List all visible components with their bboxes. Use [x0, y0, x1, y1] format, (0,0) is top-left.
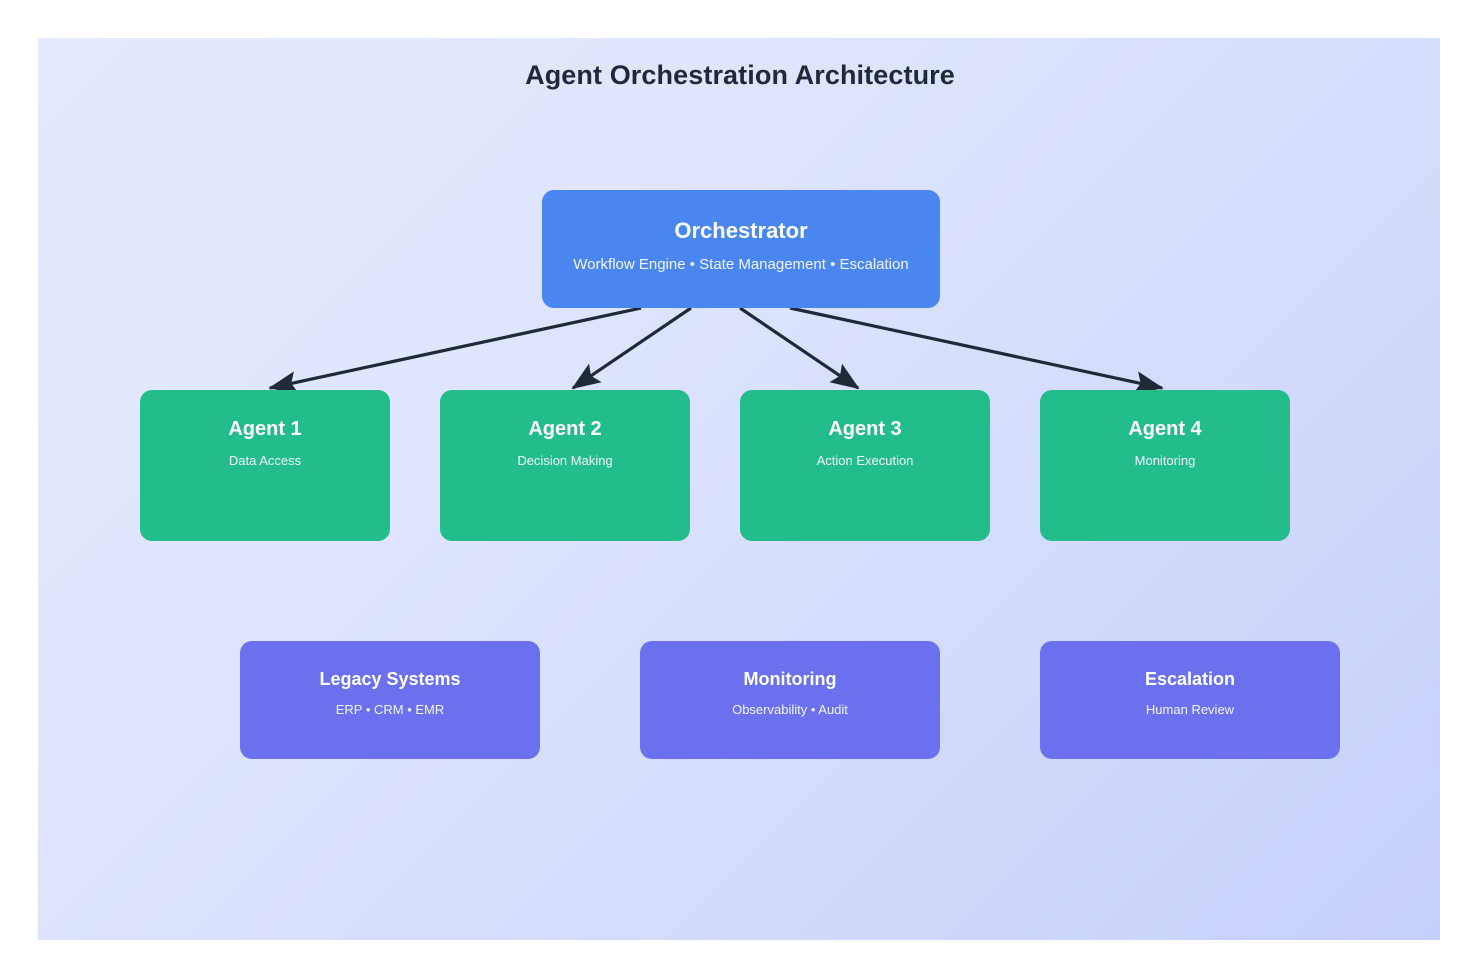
node-agent-1[interactable]: Agent 1 Data Access [140, 390, 390, 541]
node-title-monitoring: Monitoring [743, 669, 837, 689]
node-agent-3[interactable]: Agent 3 Action Execution [740, 390, 990, 541]
node-agent-2[interactable]: Agent 2 Decision Making [440, 390, 690, 541]
node-subtitle-orchestrator: Workflow Engine • State Management • Esc… [573, 256, 909, 273]
node-title-agent-4: Agent 4 [1128, 418, 1202, 440]
node-title-orchestrator: Orchestrator [674, 218, 808, 243]
node-title-legacy-systems: Legacy Systems [319, 669, 461, 689]
node-subtitle-agent-1: Data Access [228, 453, 302, 468]
node-subtitle-legacy-systems: ERP • CRM • EMR [335, 702, 445, 717]
node-title-escalation: Escalation [1144, 669, 1236, 689]
node-subtitle-agent-2: Decision Making [517, 453, 613, 468]
diagram-title: Agent Orchestration Architecture [525, 60, 955, 90]
node-subtitle-agent-4: Monitoring [1134, 453, 1196, 468]
node-title-agent-3: Agent 3 [828, 418, 902, 440]
node-title-agent-2: Agent 2 [528, 418, 602, 440]
node-subtitle-escalation: Human Review [1145, 702, 1235, 717]
node-agent-4[interactable]: Agent 4 Monitoring [1040, 390, 1290, 541]
node-title-agent-1: Agent 1 [228, 418, 302, 440]
node-subtitle-agent-3: Action Execution [816, 453, 914, 468]
node-subtitle-monitoring: Observability • Audit [732, 702, 848, 717]
